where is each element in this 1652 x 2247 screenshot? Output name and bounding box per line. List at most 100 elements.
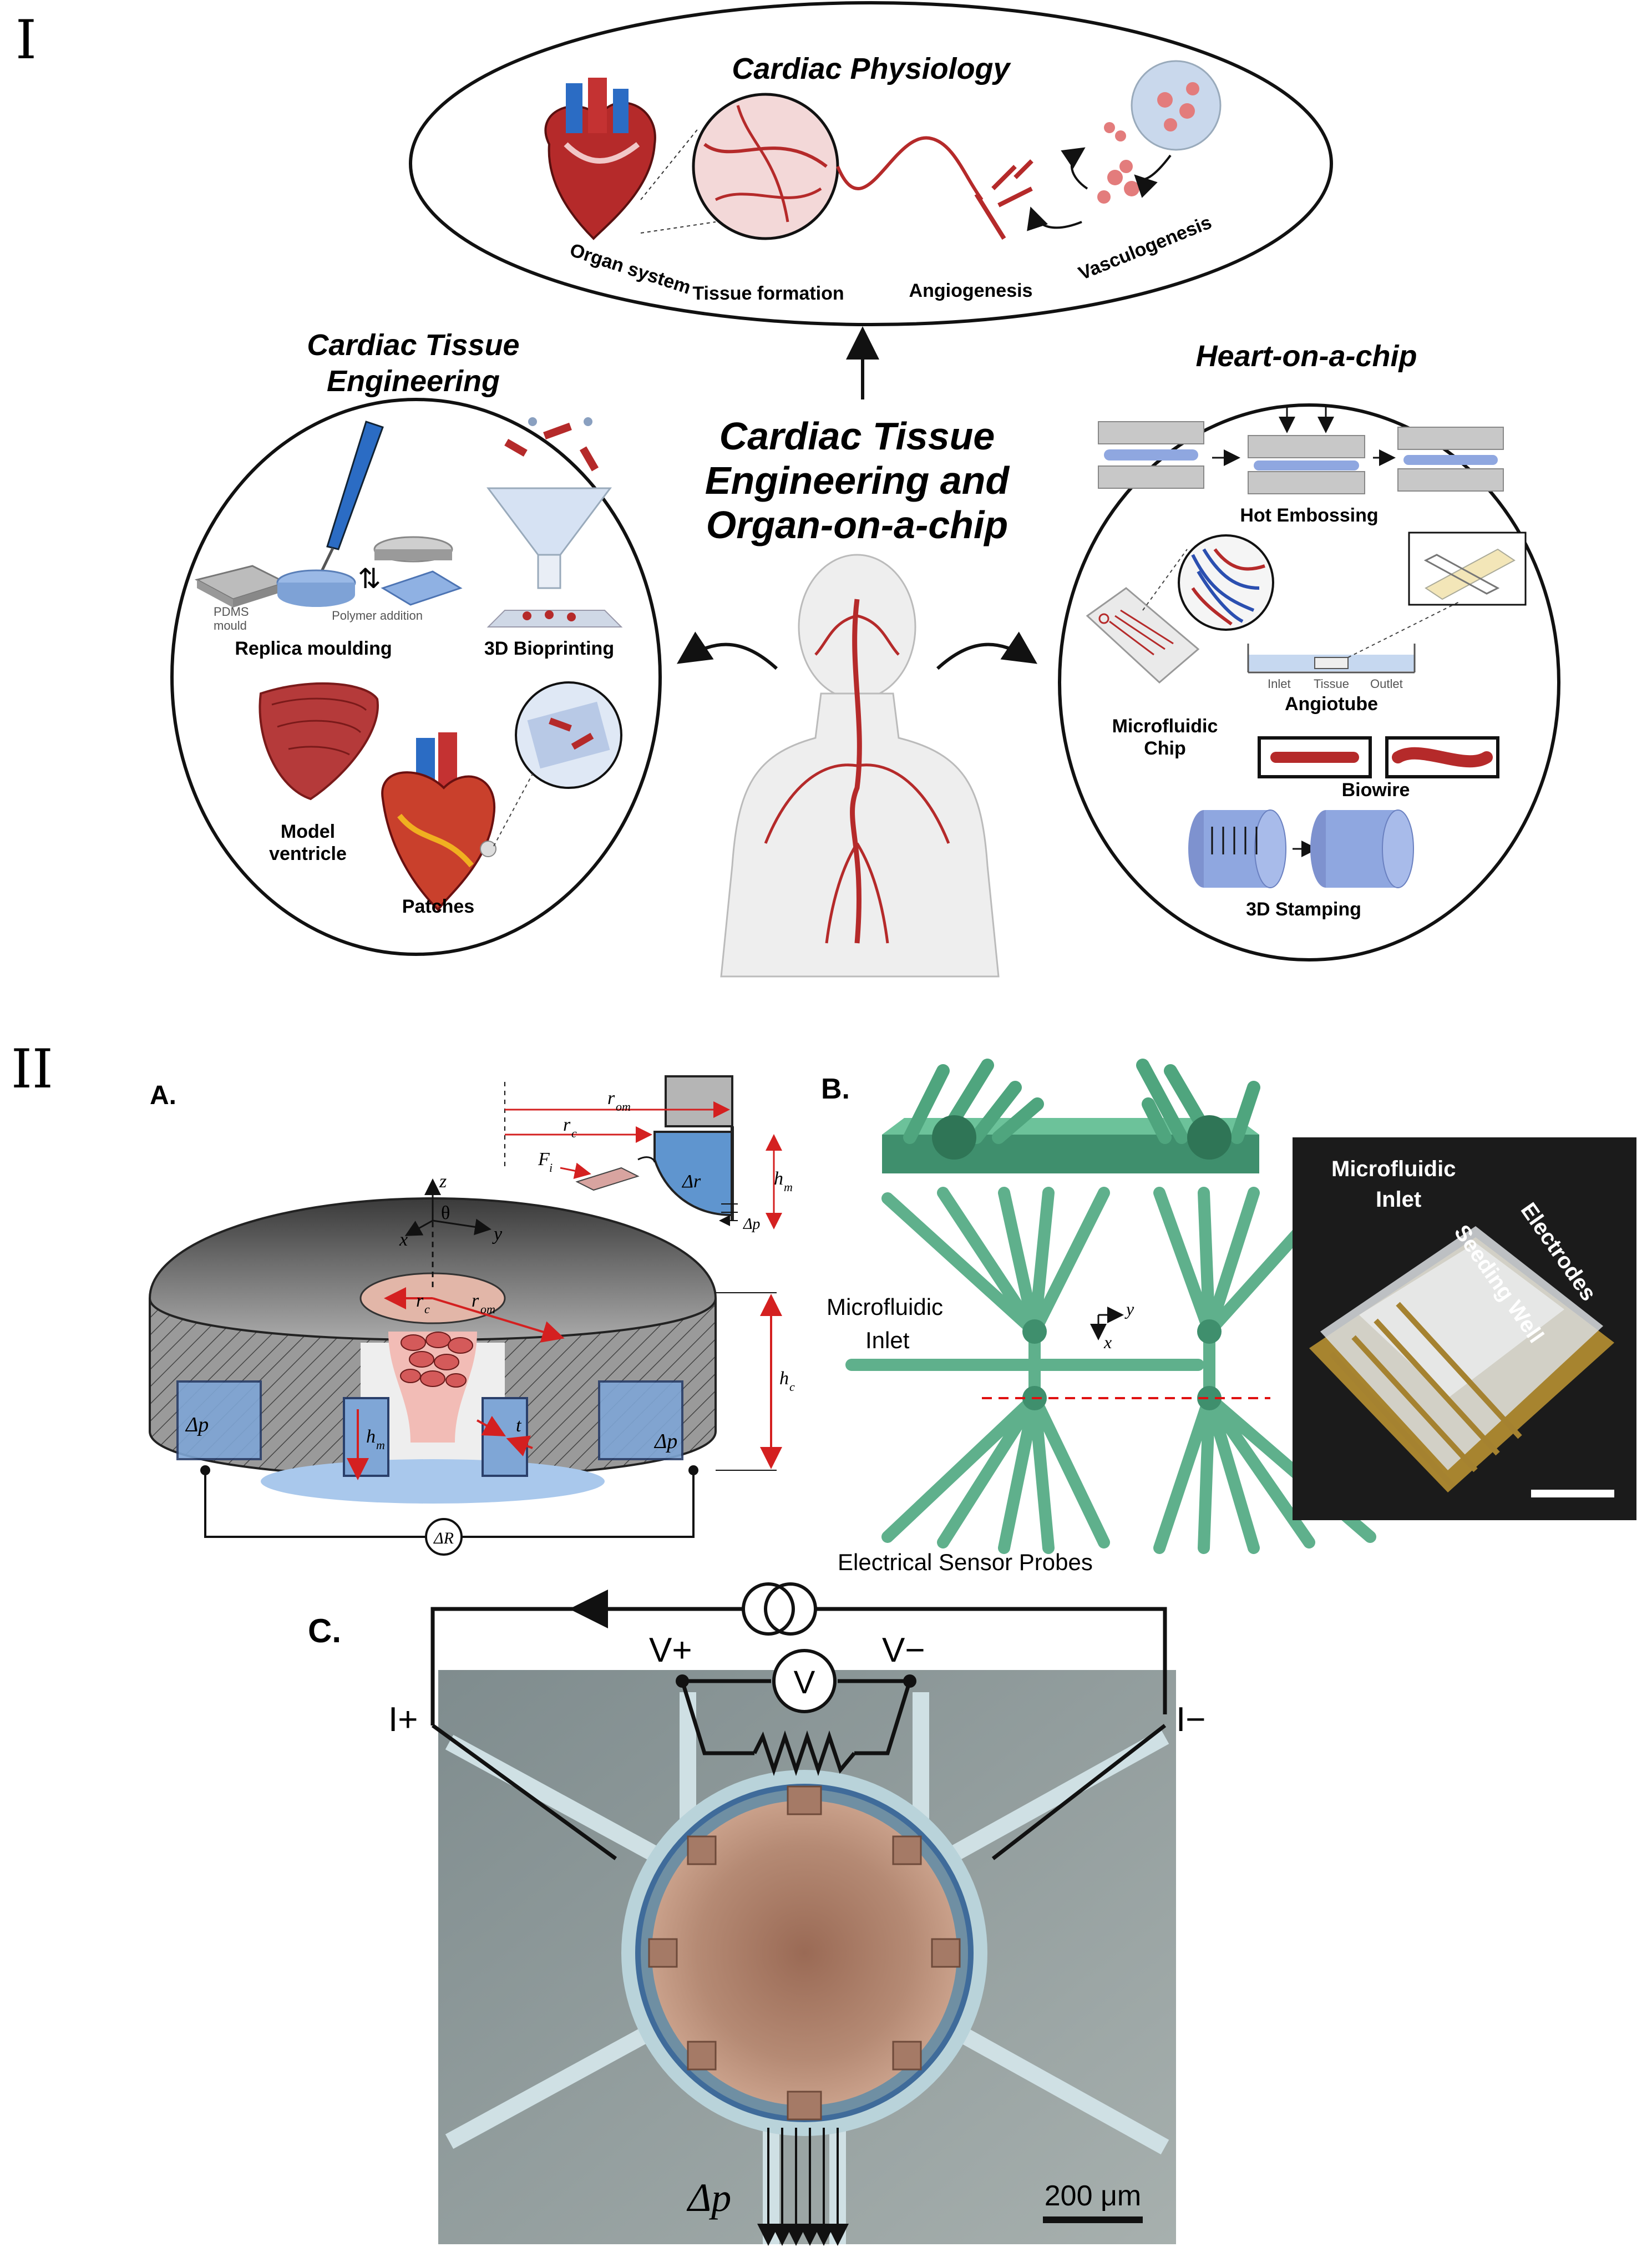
symbol-h-c-sub: c xyxy=(789,1380,795,1394)
tissue-engineering-group: Cardiac Tissue Engineering PDMS mould ⇅ … xyxy=(170,328,662,956)
biowire-label: Biowire xyxy=(1342,780,1410,801)
vasculogenesis-cells-icon xyxy=(1027,60,1222,231)
symbol-r-om-inset: r xyxy=(607,1088,615,1109)
panel-b-label: B. xyxy=(821,1073,850,1105)
patch-scaffold-zoom-icon xyxy=(493,681,622,847)
symbol-f-i-sub: i xyxy=(549,1161,553,1175)
post-markers xyxy=(648,1785,961,2121)
cell-cluster-icon xyxy=(400,1332,473,1388)
bioprinting-label: 3D Bioprinting xyxy=(484,638,614,659)
physiology-group: Cardiac Physiology xyxy=(409,1,1333,326)
symbol-h-c: h xyxy=(779,1368,789,1389)
symbol-f-i: F xyxy=(538,1149,550,1170)
patches-label: Patches xyxy=(402,896,474,917)
angiotube-outlet-label: Outlet xyxy=(1370,677,1403,691)
pdms-label-2: mould xyxy=(214,619,247,632)
tissue-circle-icon xyxy=(640,93,839,240)
symbol-r-c-inset: r xyxy=(563,1115,571,1135)
b-inlet-label-1: Microfluidic xyxy=(827,1294,943,1320)
hot-embossing-label: Hot Embossing xyxy=(1240,505,1378,526)
c-i-plus-label: I+ xyxy=(388,1701,418,1739)
panel-one-numeral: I xyxy=(16,9,37,71)
photo-inlet-label-2: Inlet xyxy=(1376,1187,1421,1212)
symbol-delta-R: ΔR xyxy=(433,1529,454,1547)
symbol-h-m: h xyxy=(366,1426,376,1447)
symbol-r-om-inner-sub: om xyxy=(480,1302,495,1316)
symbol-r-om-inset-sub: om xyxy=(616,1100,631,1114)
panel-a-schematic: A. ΔR Δp Δp xyxy=(149,1075,795,1556)
c-v-plus-label: V+ xyxy=(649,1631,692,1669)
c-v-minus-label: V− xyxy=(882,1631,925,1669)
resistance-meter-icon xyxy=(425,1518,463,1556)
tissue-engineering-title-1: Cardiac Tissue xyxy=(307,328,519,362)
biowire-icon xyxy=(1258,736,1499,778)
c-delta-p-label: Δp xyxy=(686,2175,731,2220)
replica-moulding-label: Replica moulding xyxy=(235,638,392,659)
angiotube-channel-icon xyxy=(1247,601,1460,674)
symbol-theta: θ xyxy=(441,1203,450,1223)
symbol-delta-r: Δr xyxy=(681,1171,701,1192)
arrow-to-heart-on-chip xyxy=(936,631,1037,670)
symbol-x: x xyxy=(399,1229,408,1250)
b-inlet-label-2: Inlet xyxy=(865,1327,910,1353)
voltmeter-icon xyxy=(772,1649,837,1713)
model-ventricle-label-2: ventricle xyxy=(269,843,347,864)
symbol-h-m-inset: h xyxy=(774,1168,783,1189)
panel-b-chip: B. y x Microfluidic Inlet xyxy=(821,1059,1376,1575)
angiotube-tissue-label: Tissue xyxy=(1314,677,1349,691)
pressure-arrows xyxy=(757,2128,849,2246)
physiology-title: Cardiac Physiology xyxy=(732,52,1011,85)
heart-organ-icon xyxy=(544,78,656,240)
angiotube-inlet-label: Inlet xyxy=(1268,677,1291,691)
photo-inlet-label-1: Microfluidic xyxy=(1331,1157,1456,1181)
model-ventricle-icon xyxy=(259,682,379,801)
pdms-label-1: PDMS xyxy=(214,605,249,619)
patch-heart-icon xyxy=(381,732,496,912)
stamping-label: 3D Stamping xyxy=(1246,899,1361,920)
chip-photo: Microfluidic Inlet Electrodes Seeding We… xyxy=(1293,1137,1636,1520)
arrow-to-tissue-engineering xyxy=(677,631,778,670)
panel-c-label: C. xyxy=(308,1612,341,1649)
panel-a-label: A. xyxy=(150,1081,176,1110)
model-ventricle-label-1: Model xyxy=(281,821,335,842)
symbol-delta-p-left: Δp xyxy=(185,1413,209,1436)
current-source-icon-left xyxy=(742,1582,795,1636)
scale-bar xyxy=(1043,2216,1143,2223)
vascular-network-zoom-icon xyxy=(1178,534,1274,631)
angiotube-label: Angiotube xyxy=(1285,694,1378,715)
channel-layout xyxy=(845,1187,1376,1554)
microfluidic-chip-label-2: Chip xyxy=(1144,738,1186,759)
tissue-engineering-title-2: Engineering xyxy=(327,365,500,398)
polymer-addition-label: Polymer addition xyxy=(332,609,423,623)
replica-mould-icon xyxy=(373,536,463,606)
symbol-y: y xyxy=(492,1224,503,1244)
panel-two-numeral: II xyxy=(11,1038,53,1100)
stamping-icon xyxy=(1188,809,1414,888)
physiology-ellipse xyxy=(409,1,1333,326)
chip-3d-render xyxy=(882,1059,1260,1173)
symbol-r-c-inner: r xyxy=(416,1290,424,1311)
symbol-h-m-inset-sub: m xyxy=(784,1180,793,1194)
heart-on-chip-group: Heart-on-a-chip Hot Embossing xyxy=(1058,340,1560,961)
b-axis-y: y xyxy=(1124,1299,1134,1319)
label-angiogenesis: Angiogenesis xyxy=(909,280,1033,301)
symbol-h-m-sub: m xyxy=(376,1438,385,1452)
symbol-delta-p-inset: Δp xyxy=(743,1216,760,1233)
symbol-r-om-inner: r xyxy=(472,1290,479,1311)
symbol-z: z xyxy=(439,1171,447,1192)
angiotube-zoom-icon xyxy=(1408,532,1527,606)
cycle-arrows-icon: ⇅ xyxy=(358,563,381,594)
c-i-minus-label: I− xyxy=(1176,1701,1205,1739)
symbol-r-c-inset-sub: c xyxy=(571,1126,577,1140)
center-title-line-2: Engineering and xyxy=(705,459,1010,502)
bioprinting-funnel-icon xyxy=(487,417,623,627)
b-axis-x: x xyxy=(1103,1332,1112,1352)
label-tissue-formation: Tissue formation xyxy=(692,283,844,304)
center-title-line-1: Cardiac Tissue xyxy=(719,414,995,458)
pdms-mould-icon xyxy=(194,565,288,608)
tissue-engineering-ellipse xyxy=(170,398,662,956)
center-title-line-3: Organ-on-a-chip xyxy=(706,503,1008,546)
symbol-t: t xyxy=(516,1415,522,1436)
heart-on-chip-ellipse xyxy=(1058,403,1560,961)
